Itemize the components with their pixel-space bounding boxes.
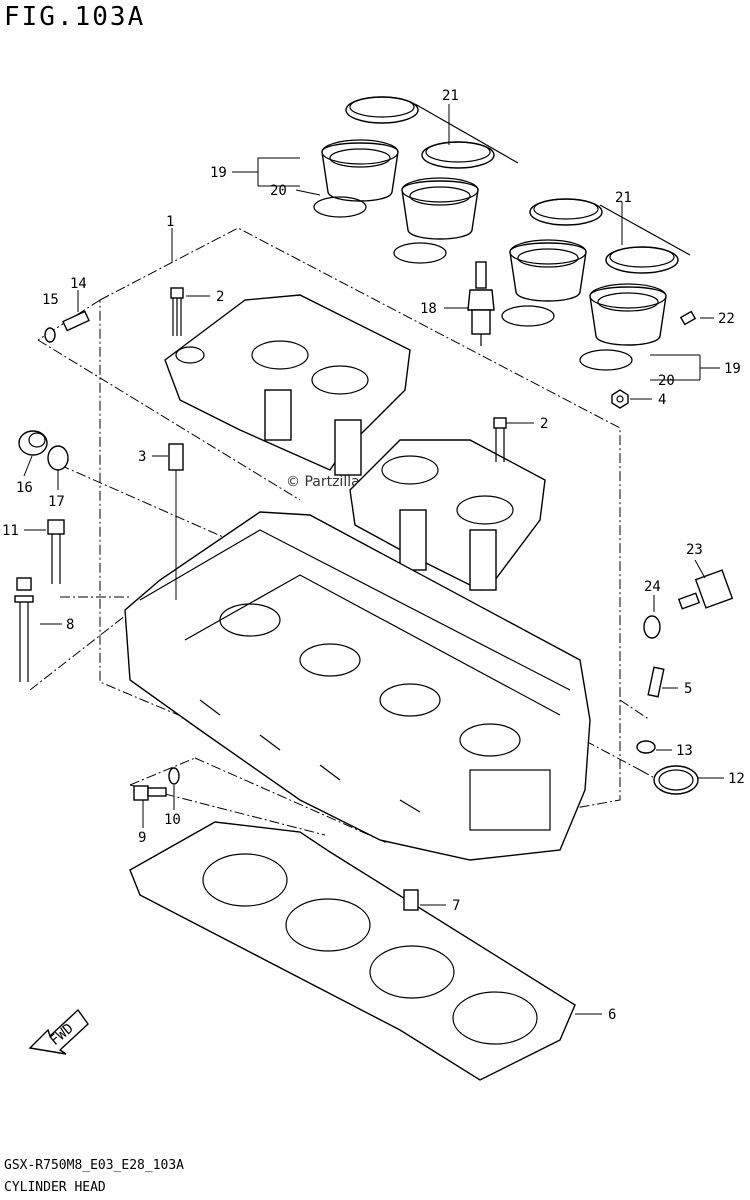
callout-13: 13 — [676, 743, 693, 759]
callout-5: 5 — [684, 681, 692, 697]
callout-21-right: 21 — [615, 190, 632, 206]
callout-20-left: 20 — [270, 183, 287, 199]
callout-20-right: 20 — [658, 373, 675, 389]
washer-10 — [168, 767, 180, 785]
callout-24: 24 — [644, 579, 661, 595]
callout-2-lower: 2 — [540, 416, 548, 432]
callout-4: 4 — [658, 392, 666, 408]
callout-23: 23 — [686, 542, 703, 558]
callout-14: 14 — [70, 276, 87, 292]
callout-labels: 1 2 2 3 4 5 6 7 8 9 10 11 12 13 14 15 16… — [2, 88, 745, 1023]
bolt-2-upper — [170, 287, 184, 336]
callout-6: 6 — [608, 1007, 616, 1023]
footer-section-name: CYLINDER HEAD — [4, 1180, 106, 1195]
dowel-7 — [403, 889, 419, 911]
gasket-17 — [47, 445, 69, 471]
fitting-14 — [62, 310, 90, 332]
cylinder-head — [124, 511, 591, 861]
leader-lines — [23, 104, 724, 1015]
figure-title: FIG.103A — [4, 2, 146, 32]
intake-manifold-left — [164, 294, 411, 476]
o-ring-12 — [653, 765, 699, 795]
intake-boot-group-right — [501, 198, 691, 371]
callout-15: 15 — [42, 292, 59, 308]
gasket-24 — [643, 615, 661, 639]
nut-4 — [611, 389, 629, 409]
callout-10: 10 — [164, 812, 181, 828]
callout-8: 8 — [66, 617, 74, 633]
intake-boot-group-left — [313, 96, 519, 264]
dowel-pin-3 — [168, 443, 184, 600]
temperature-sensor-23 — [677, 569, 734, 610]
callout-1: 1 — [166, 214, 174, 230]
callout-16: 16 — [16, 480, 33, 496]
callout-9: 9 — [138, 830, 146, 846]
forward-direction-arrow: FWD — [28, 1008, 89, 1055]
bolt-11 — [47, 519, 65, 584]
plug-16 — [18, 430, 48, 456]
callout-19-right: 19 — [724, 361, 741, 377]
callout-3: 3 — [138, 449, 146, 465]
head-gasket — [129, 821, 576, 1081]
callout-17: 17 — [48, 494, 65, 510]
bolt-9 — [133, 785, 167, 801]
dowel-5 — [647, 666, 665, 698]
callout-18: 18 — [420, 301, 437, 317]
callout-11: 11 — [2, 523, 19, 539]
spark-plug — [467, 261, 495, 346]
footer-figure-code: GSX-R750M8_E03_E28_103A — [4, 1158, 185, 1173]
callout-22: 22 — [718, 311, 735, 327]
callout-12: 12 — [728, 771, 745, 787]
stud-bolt-8 — [14, 577, 34, 682]
callout-21-left: 21 — [442, 88, 459, 104]
screw-22 — [679, 310, 697, 326]
intake-manifold-right — [349, 439, 546, 591]
o-ring-13 — [636, 740, 656, 754]
callout-19-left: 19 — [210, 165, 227, 181]
callout-2-upper: 2 — [216, 289, 224, 305]
o-ring-15 — [44, 327, 56, 343]
callout-7: 7 — [452, 898, 460, 914]
